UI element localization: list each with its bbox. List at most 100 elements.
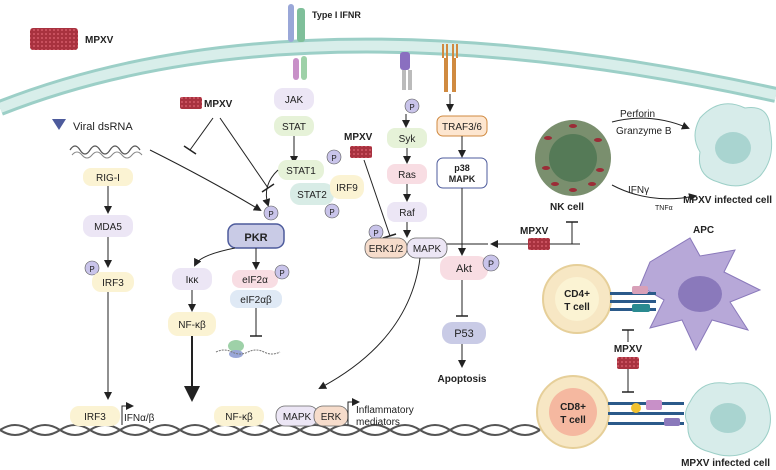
syk-box (387, 128, 427, 148)
nfkb-nuclear-box (214, 406, 264, 426)
mapk-label: MAPK (413, 244, 442, 255)
syk-label: Syk (399, 134, 417, 145)
phospho-label: P (89, 265, 94, 274)
raf-label: Raf (399, 208, 415, 219)
jak-label: JAK (285, 95, 304, 106)
mpxv-label: MPXV (520, 226, 549, 237)
tcell-label: T cell (564, 302, 590, 313)
phospho-badge (84, 260, 100, 276)
nfkb-label: NF-κβ (178, 320, 206, 331)
viral-dsrna-label: Viral dsRNA (73, 121, 133, 133)
ifng-label: IFNγ (628, 185, 649, 196)
mda5-label: MDA5 (94, 222, 122, 233)
mpxv-label: MPXV (85, 35, 114, 46)
tnfa-label: TNFα (655, 205, 673, 212)
phospho-badge (274, 264, 290, 280)
cd8-label: CD8+ (560, 402, 586, 413)
p53-label: P53 (454, 328, 474, 340)
phospho-badge (326, 149, 342, 165)
nfkb-box (168, 312, 216, 336)
mpxv-label: MPXV (344, 132, 373, 143)
phospho-label: P (373, 229, 378, 238)
phospho-label: P (488, 259, 494, 269)
stat-box (274, 116, 314, 136)
mpxv-virus-icon (30, 28, 78, 50)
eif2ab-box (230, 290, 282, 308)
p53-box (442, 322, 486, 344)
jak-box (274, 88, 314, 110)
phospho-badge (404, 98, 420, 114)
granzyme-label: Granzyme B (616, 126, 672, 137)
irf9-box (330, 175, 364, 199)
erk12-label: ERK1/2 (369, 244, 404, 255)
tcr-mhc-icon (608, 400, 684, 426)
tcr-mhc-icon (610, 286, 656, 312)
mapk-box (406, 237, 448, 259)
irf3-nuclear-label: IRF3 (84, 412, 106, 423)
ikk-box (172, 268, 212, 290)
dsrna-squiggle-icon (69, 145, 141, 155)
stat2-box (290, 183, 334, 205)
irf3-nuclear-box (70, 406, 120, 426)
cd4-label: CD4+ (564, 289, 590, 300)
mpxv-virus-icon (528, 238, 550, 250)
syk-receptor-icon (400, 52, 412, 90)
phospho-label: P (409, 103, 414, 112)
stat-label: STAT (282, 122, 306, 133)
irf3-box (92, 272, 134, 292)
nk-cell-icon (535, 120, 611, 196)
rig-i-label: RIG-I (96, 173, 120, 184)
eif2a-label: eIF2α (242, 275, 268, 286)
stat1-label: STAT1 (286, 166, 316, 177)
irf3-label: IRF3 (102, 278, 124, 289)
nfkb-nuclear-label: NF-κβ (225, 412, 253, 423)
rig-i-box (83, 168, 133, 186)
ras-box (387, 164, 427, 184)
mpxv-infected-cell-label: MPXV infected cell (683, 195, 772, 206)
stat1-box (278, 160, 324, 180)
apoptosis-label: Apoptosis (438, 374, 487, 385)
ras-label: Ras (398, 170, 416, 181)
phospho-label: P (279, 269, 284, 278)
akt-label: Akt (456, 263, 472, 275)
ifnr-label: Type I IFNR (312, 10, 361, 20)
dsrna-triangle-icon (52, 119, 66, 130)
mda5-box (83, 215, 133, 237)
eif2a-box (232, 270, 278, 288)
phospho-label: P (331, 154, 336, 163)
mpxv-virus-icon (350, 146, 372, 158)
mpxv-virus-icon (180, 97, 202, 109)
perforin-label: Perforin (620, 109, 655, 120)
erk-nuclear-label: ERK (321, 412, 342, 423)
apc-label: APC (693, 225, 714, 236)
phospho-label: P (329, 208, 334, 217)
phospho-badge (324, 203, 340, 219)
phospho-label: P (268, 210, 273, 219)
phospho-badge (263, 205, 279, 221)
stat2-label: STAT2 (297, 190, 327, 201)
mediators-label: mediators (356, 417, 400, 428)
mpxv-infected-cell-label: MPXV infected cell (681, 458, 770, 469)
traf-receptor-icon (442, 44, 458, 92)
p38-mapk-label: MAPK (449, 174, 476, 184)
irf9-label: IRF9 (336, 183, 358, 194)
ikk-label: Iκκ (186, 275, 200, 286)
mpxv-virus-icon (617, 357, 639, 369)
mpxv-label: MPXV (204, 99, 233, 110)
nk-cell-label: NK cell (550, 202, 584, 213)
ribosome-icon (215, 340, 281, 358)
tcell-label: T cell (560, 415, 586, 426)
inflammatory-label: Inflammatory (356, 405, 414, 416)
ifnr-receptor-icon (288, 4, 307, 80)
akt-box (440, 256, 488, 280)
p38-label: p38 (454, 163, 470, 173)
ifn-ab-label: IFNα/β (124, 413, 155, 424)
mpxv-label: MPXV (614, 344, 643, 355)
pkr-label: PKR (244, 232, 267, 244)
mapk-nuclear-label: MAPK (283, 412, 312, 423)
dna-helix-icon (0, 424, 541, 436)
raf-box (387, 202, 427, 222)
traf-label: TRAF3/6 (442, 122, 482, 133)
eif2ab-label: eIF2αβ (240, 295, 272, 306)
